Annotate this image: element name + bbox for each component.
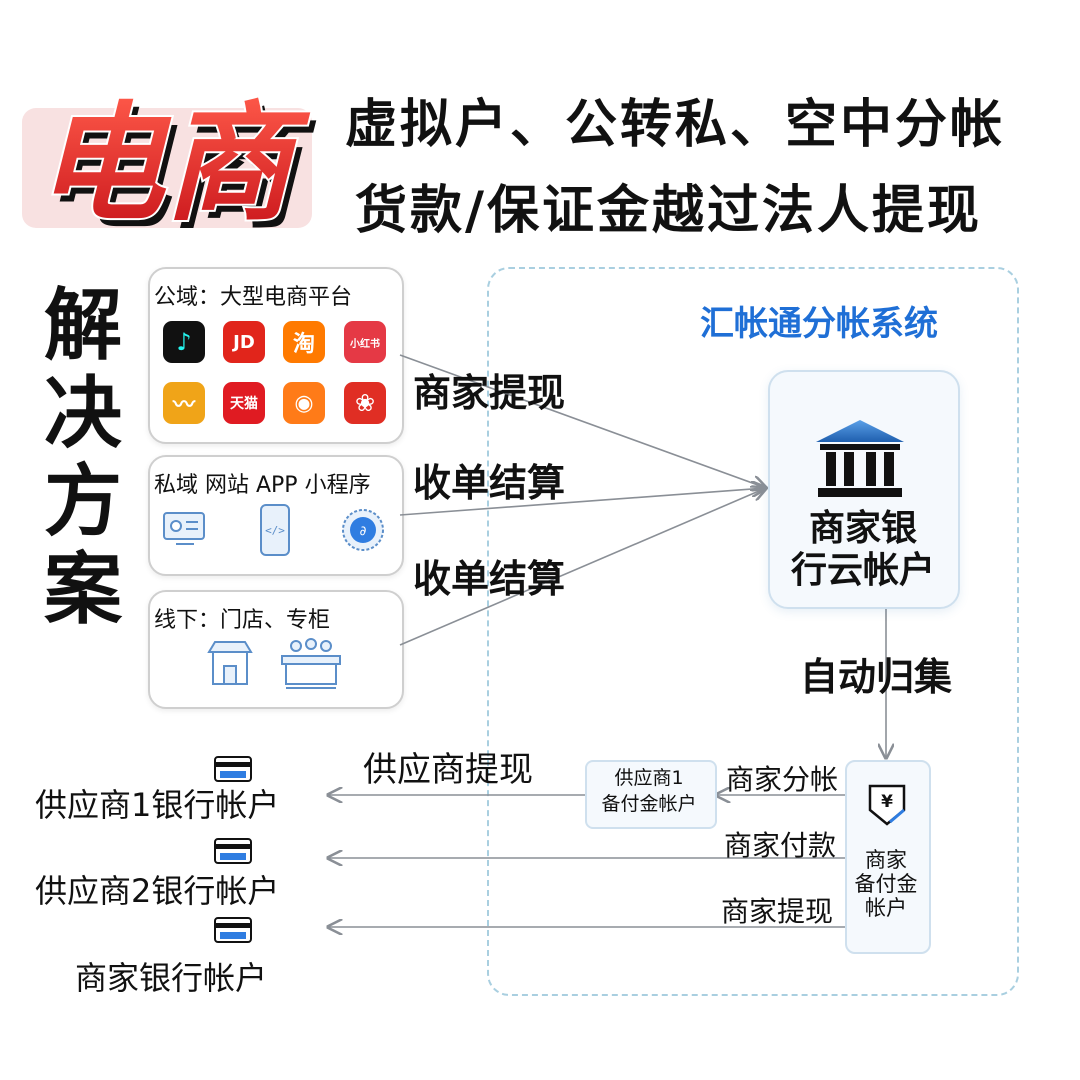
solution-title-char: 解: [43, 281, 122, 371]
jd-icon: JD: [223, 321, 265, 363]
logo-graphic: 电商 电商: [22, 88, 317, 247]
offline-box: 线下：门店、专柜: [148, 590, 404, 709]
public-domain-title: 公域：大型电商平台: [154, 285, 353, 310]
label-merchant-withdraw-top: 商家提现: [413, 371, 566, 415]
svg-text:电商: 电商: [42, 98, 317, 238]
reserve-account-label-line: 备付金: [854, 872, 918, 896]
bank-account-label: 商家银 行云帐户: [770, 508, 956, 592]
label-merchant-payment: 商家付款: [724, 829, 837, 862]
storefront-icon: [207, 641, 253, 685]
headline-line-1: 虚拟户、公转私、空中分帐: [345, 95, 1006, 155]
xiaohongshu-icon: 小红书: [344, 321, 386, 363]
kuaishou-icon: ◉: [283, 382, 325, 424]
svg-text:电商: 电商: [36, 90, 311, 238]
xiaohongshu-icon-glyph: 小红书: [350, 338, 380, 350]
label-acquiring-2: 收单结算: [413, 557, 566, 601]
private-domain-box: 私域 网站 APP 小程序 </> ∂: [148, 455, 404, 576]
system-title: 汇帐通分帐系统: [700, 304, 938, 344]
bank-account-label-line: 商家银: [808, 508, 917, 549]
website-icon: [163, 512, 205, 545]
solution-title-char: 方: [43, 457, 122, 547]
logo: 电商 电商: [22, 88, 322, 247]
supplier-reserve-label-line: 备付金帐户: [601, 793, 697, 815]
reserve-account-label-line: 商家: [865, 848, 907, 872]
bank-card-icon: [214, 917, 252, 943]
arrow-public-to-bank: [399, 354, 766, 488]
bank-account-label-line: 行云帐户: [790, 550, 935, 591]
reserve-account-label: 商家 备付金 帐户: [845, 848, 927, 920]
jd-icon-glyph: JD: [233, 331, 255, 353]
solution-title-char: 决: [43, 369, 122, 459]
vipshop-icon-glyph: 〰: [172, 393, 195, 418]
label-merchant-withdraw-bottom: 商家提现: [721, 895, 834, 928]
bank-card-icon: [214, 838, 252, 864]
taobao-icon: 淘: [283, 321, 325, 363]
counter-icon: [281, 638, 341, 689]
label-auto-collect: 自动归集: [800, 655, 953, 699]
supplier-reserve-label: 供应商1 备付金帐户: [585, 765, 713, 817]
supplier1-bank-account: 供应商1银行帐户: [35, 786, 280, 824]
vipshop-icon: 〰: [163, 382, 205, 424]
headline-line-2: 货款/保证金越过法人提现: [355, 181, 982, 241]
merchant-reserve-account: [845, 760, 931, 954]
private-domain-title: 私域 网站 APP 小程序: [154, 473, 371, 498]
douyin-icon-glyph: ♪: [176, 328, 192, 356]
merchant-bank-account: 商家银行帐户: [75, 959, 268, 997]
taobao-icon-glyph: 淘: [292, 332, 315, 357]
tmall-icon: 天猫: [223, 382, 265, 424]
offline-title: 线下：门店、专柜: [154, 608, 331, 633]
pinduoduo-icon-glyph: ❀: [354, 389, 376, 417]
arrow-offline-to-bank: [399, 488, 766, 646]
supplier-reserve-account: [585, 760, 717, 829]
mobile-app-icon: </>: [260, 504, 290, 556]
douyin-icon: ♪: [163, 321, 205, 363]
solution-title: 解 决 方 案: [28, 282, 138, 634]
bank-card-icon: [214, 756, 252, 782]
arrow-private-to-bank: [399, 488, 766, 516]
pinduoduo-icon: ❀: [344, 382, 386, 424]
supplier2-bank-account: 供应商2银行帐户: [35, 872, 280, 910]
svg-text:</>: </>: [265, 524, 285, 537]
public-domain-box: 公域：大型电商平台 ♪ JD 淘 小红书 〰 天猫 ◉ ❀: [148, 267, 404, 444]
label-merchant-split: 商家分帐: [726, 763, 839, 796]
kuaishou-icon-glyph: ◉: [294, 390, 314, 416]
solution-title-char: 案: [43, 545, 122, 635]
label-supplier-withdraw: 供应商提现: [363, 750, 533, 790]
bank-building-icon: [816, 420, 904, 497]
tmall-icon-glyph: 天猫: [230, 396, 258, 412]
svg-text:¥: ¥: [881, 792, 893, 812]
system-container: [487, 267, 1019, 996]
supplier-reserve-label-line: 供应商1: [614, 767, 684, 789]
mini-program-icon: ∂: [342, 509, 384, 551]
svg-text:∂: ∂: [360, 524, 367, 539]
label-acquiring-1: 收单结算: [413, 461, 566, 505]
reserve-account-label-line: 帐户: [865, 896, 907, 920]
reserve-yuan-icon: ¥: [868, 784, 906, 826]
